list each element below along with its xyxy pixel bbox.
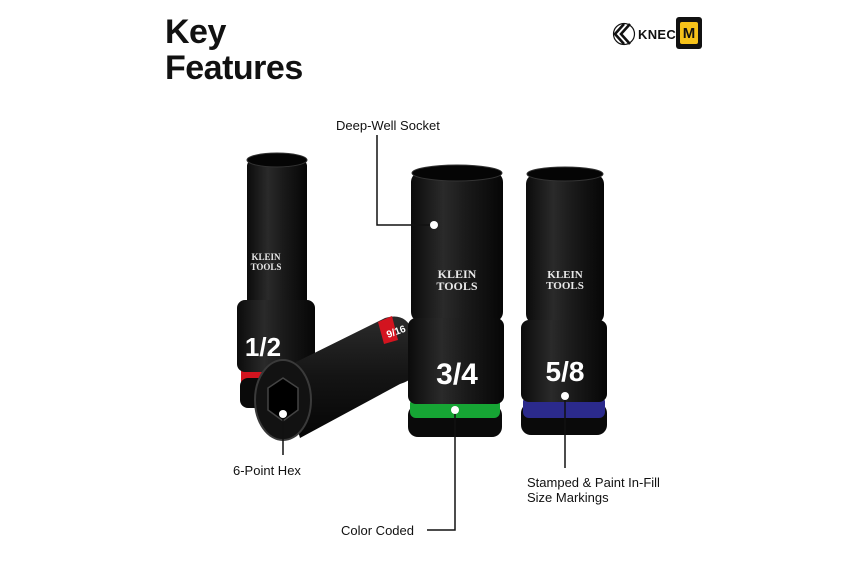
socket-3-4-top-opening [411, 164, 503, 182]
markings-callout-label: Stamped & Paint In-Fill Size Markings [527, 475, 660, 505]
m-badge-letter: M [680, 22, 698, 44]
title-line-1: Key [165, 13, 226, 51]
socket-3-4-lower-body [408, 318, 504, 404]
socket-5-8-lower-body [521, 320, 607, 402]
socket-3-4-brand-line-2: TOOLS [436, 279, 477, 293]
socket-3-4: KLEIN TOOLS 3/4 [408, 164, 504, 437]
markings-callout-line-1: Stamped & Paint In-Fill [527, 475, 660, 490]
hex-callout-label: 6-Point Hex [233, 463, 301, 478]
deep-well-leader-line [376, 135, 434, 226]
knect-logo: KNECT. [612, 18, 687, 50]
markings-callout-dot [561, 392, 569, 400]
socket-5-8-size-marking: 5/8 [546, 356, 585, 387]
hex-callout-dot [279, 410, 287, 418]
socket-9-16-body [280, 316, 419, 438]
color-coded-callout-label: Color Coded [341, 523, 414, 538]
socket-1-2-brand-line-2: TOOLS [251, 262, 282, 272]
socket-1-2-size-marking: 1/2 [245, 332, 281, 362]
socket-5-8: KLEIN TOOLS 5/8 [521, 166, 607, 435]
deep-well-callout-label: Deep-Well Socket [336, 118, 440, 133]
markings-callout-line-2: Size Markings [527, 490, 609, 505]
socket-3-4-brand-line-1: KLEIN [438, 267, 477, 281]
socket-1-2-brand-line-1: KLEIN [251, 252, 281, 262]
socket-5-8-brand-line-1: KLEIN [547, 269, 583, 281]
title-line-2: Features [165, 49, 303, 87]
m-badge: M [676, 17, 702, 49]
color-coded-leader-line [427, 410, 456, 531]
socket-1-2-lower-body [237, 300, 315, 372]
deep-well-callout-dot [430, 221, 438, 229]
socket-5-8-brand-line-2: TOOLS [546, 280, 584, 292]
color-coded-callout-dot [451, 406, 459, 414]
knect-chevron-icon [612, 22, 636, 46]
callout-lines [282, 135, 566, 531]
socket-1-2-top-opening [246, 152, 308, 168]
socket-1-2-upper-body [247, 160, 307, 308]
socket-3-4-size-marking: 3/4 [436, 358, 478, 391]
page-title: Key Features [165, 14, 303, 86]
socket-3-4-upper-body [411, 172, 503, 322]
socket-9-16-red-band [378, 316, 398, 344]
socket-5-8-top-opening [526, 166, 604, 182]
knect-logo-text: KNECT. [638, 26, 687, 42]
socket-5-8-upper-body [526, 174, 604, 324]
